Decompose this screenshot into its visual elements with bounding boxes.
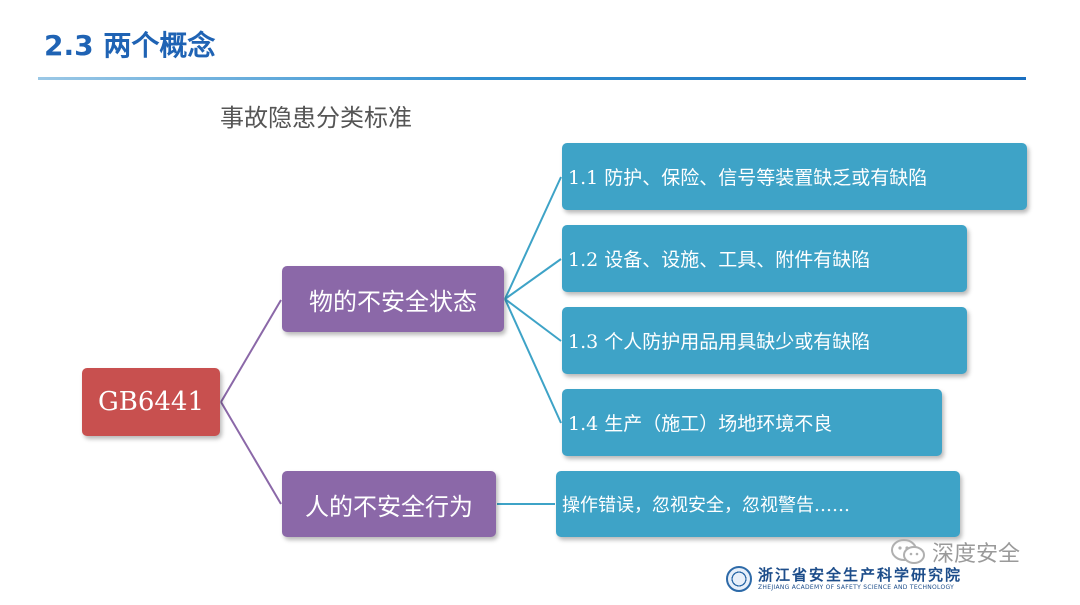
connector-branch1-leaf-3 [504,298,562,342]
connector-branch1-leaf-2 [504,258,562,300]
title-divider [38,77,1026,80]
root-node-gb6441: GB6441 [82,368,220,436]
academy-logo: 浙江省安全生产科学研究院 ZHEJIANG ACADEMY OF SAFETY … [726,566,962,592]
connector-root-branch-1 [220,299,282,403]
leaf-node-1-4: 1.4 生产（施工）场地环境不良 [562,389,942,456]
logo-chinese-name: 浙江省安全生产科学研究院 [758,565,963,584]
page-title: 2.3 两个概念 [44,29,216,62]
wechat-icon [890,538,926,566]
leaf-node-1-3: 1.3 个人防护用品用具缺少或有缺陷 [562,307,967,374]
academy-seal-icon [726,566,752,592]
leaf-node-1-1: 1.1 防护、保险、信号等装置缺乏或有缺陷 [562,143,1027,210]
connector-branch1-leaf-1 [504,176,562,300]
leaf-node-1-2: 1.2 设备、设施、工具、附件有缺陷 [562,225,967,292]
watermark-text: 深度安全 [932,542,1021,567]
branch-node-unsafe-behavior: 人的不安全行为 [282,471,496,537]
watermark: 深度安全 [890,536,1020,568]
leaf-node-behavior: 操作错误，忽视安全，忽视警告…… [556,471,960,537]
connector-root-branch-2 [220,401,282,505]
branch-node-unsafe-state: 物的不安全状态 [282,266,504,332]
logo-english-name: ZHEJIANG ACADEMY OF SAFETY SCIENCE AND T… [758,583,955,591]
diagram-subtitle: 事故隐患分类标准 [220,104,412,132]
connector-branch1-leaf-4 [504,298,562,424]
